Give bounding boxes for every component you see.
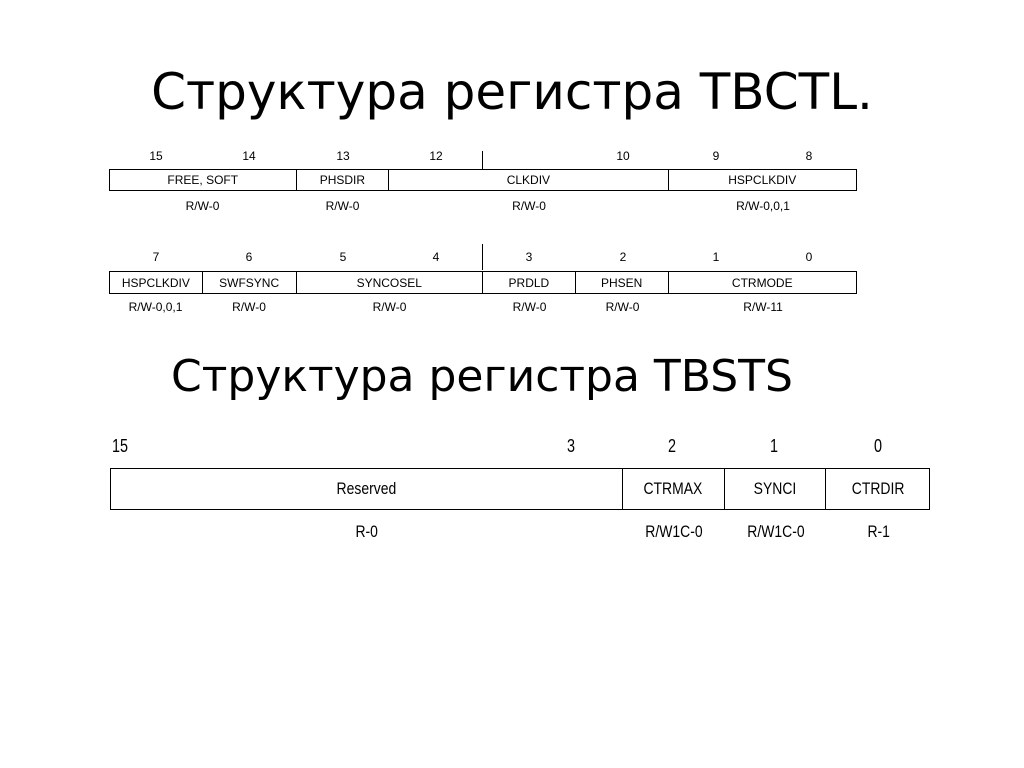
bit-number: 15 bbox=[149, 149, 163, 163]
access-value: R/W-0 bbox=[605, 300, 640, 314]
field-label: CTRMAX bbox=[643, 479, 703, 498]
access-value: R/W-11 bbox=[743, 300, 783, 314]
field-hspclkdiv: HSPCLKDIV bbox=[728, 173, 797, 187]
field-hspclkdiv: HSPCLKDIV bbox=[110, 272, 203, 293]
access-value: R/W-0,0,1 bbox=[128, 300, 183, 314]
field-row: Reserved CTRMAX SYNCI CTRDIR bbox=[110, 468, 930, 510]
bit-number: 6 bbox=[245, 250, 253, 264]
bit-number: 14 bbox=[242, 149, 256, 163]
bit-number: 1 bbox=[712, 250, 720, 264]
bit-number: 13 bbox=[336, 149, 350, 163]
tbctl-title: Структура регистра TBCTL. bbox=[151, 63, 873, 121]
access-row: R-0 R/W1C-0 R/W1C-0 R-1 bbox=[110, 522, 930, 542]
bit-number: 7 bbox=[152, 250, 160, 264]
access-value: R/W-0 bbox=[512, 300, 547, 314]
access-row: R/W-0,0,1 R/W-0 R/W-0 R/W-0 R/W-0 R/W-11 bbox=[109, 300, 857, 314]
field-row: HSPCLKDIV SWFSYNC SYNCOSEL PRDLD PHSEN C… bbox=[109, 271, 857, 294]
field-phsdir: PHSDIR bbox=[297, 170, 390, 190]
field-label: Reserved bbox=[336, 479, 397, 498]
field-phsen: PHSEN bbox=[576, 272, 669, 293]
field-synci: SYNCI bbox=[725, 469, 827, 509]
access-row: R/W-0 R/W-0 R/W-0 R/W-0,0,1 bbox=[109, 199, 857, 213]
bit-number: 15 bbox=[111, 436, 129, 456]
access-label: R-1 bbox=[867, 522, 890, 541]
tbctl-low-register: 7 6 5 4 3 2 1 0 HSPCLKDIV SWFSYNC SYNCOS… bbox=[109, 244, 857, 320]
access-value: R/W-0,0,1 bbox=[736, 199, 790, 213]
field-prdld: PRDLD bbox=[483, 272, 576, 293]
bit-number: 2 bbox=[667, 436, 676, 456]
access-value: R/W1C-0 bbox=[725, 522, 827, 542]
field-reserved: Reserved bbox=[111, 469, 623, 509]
field-label: CTRDIR bbox=[851, 479, 904, 498]
access-value: R/W-0 bbox=[232, 300, 266, 314]
field-ctrmode: CTRMODE bbox=[731, 275, 793, 290]
field-ctrdir: CTRDIR bbox=[826, 469, 929, 509]
tbsts-register: 15 3 2 1 0 Reserved CTRMAX SYNCI CTRDIR … bbox=[110, 428, 930, 548]
bit-number: 3 bbox=[566, 436, 575, 456]
access-label: R/W1C-0 bbox=[645, 522, 703, 541]
field-ctrmax: CTRMAX bbox=[623, 469, 725, 509]
byte-divider bbox=[482, 244, 483, 270]
bit-number: 0 bbox=[805, 250, 813, 264]
bit-number: 5 bbox=[339, 250, 347, 264]
bit-number: 10 bbox=[616, 149, 630, 163]
access-value: R-1 bbox=[827, 522, 930, 542]
field-label: SYNCI bbox=[753, 479, 797, 498]
access-value: R/W-0 bbox=[372, 300, 407, 314]
field-free-soft: FREE, SOFT bbox=[110, 170, 297, 190]
tbsts-title: Структура регистра TBSTS bbox=[171, 351, 793, 402]
bit-number: 8 bbox=[805, 149, 813, 163]
access-value: R-0 bbox=[110, 522, 623, 542]
bit-number: 3 bbox=[525, 250, 533, 264]
access-value: R/W1C-0 bbox=[623, 522, 725, 542]
access-value: R/W-0 bbox=[185, 199, 220, 213]
access-label: R-0 bbox=[355, 522, 378, 541]
access-label: R/W1C-0 bbox=[747, 522, 805, 541]
access-value: R/W-0 bbox=[512, 199, 546, 213]
field-row: FREE, SOFT PHSDIR CLKDIV HSPCLKDIV bbox=[109, 169, 857, 191]
bit-number: 12 bbox=[429, 149, 443, 163]
bit-number: 0 bbox=[873, 436, 882, 456]
byte-divider bbox=[482, 151, 483, 169]
bit-number: 2 bbox=[619, 250, 627, 264]
field-clkdiv: CLKDIV bbox=[389, 170, 669, 190]
bit-number: 1 bbox=[769, 436, 778, 456]
field-syncosel: SYNCOSEL bbox=[297, 272, 483, 293]
access-value: R/W-0 bbox=[325, 199, 360, 213]
bit-number: 4 bbox=[432, 250, 440, 264]
tbctl-high-register: 15 14 13 12 10 9 8 FREE, SOFT PHSDIR CLK… bbox=[109, 147, 857, 219]
bit-number: 9 bbox=[712, 149, 720, 163]
field-swfsync: SWFSYNC bbox=[203, 272, 297, 293]
